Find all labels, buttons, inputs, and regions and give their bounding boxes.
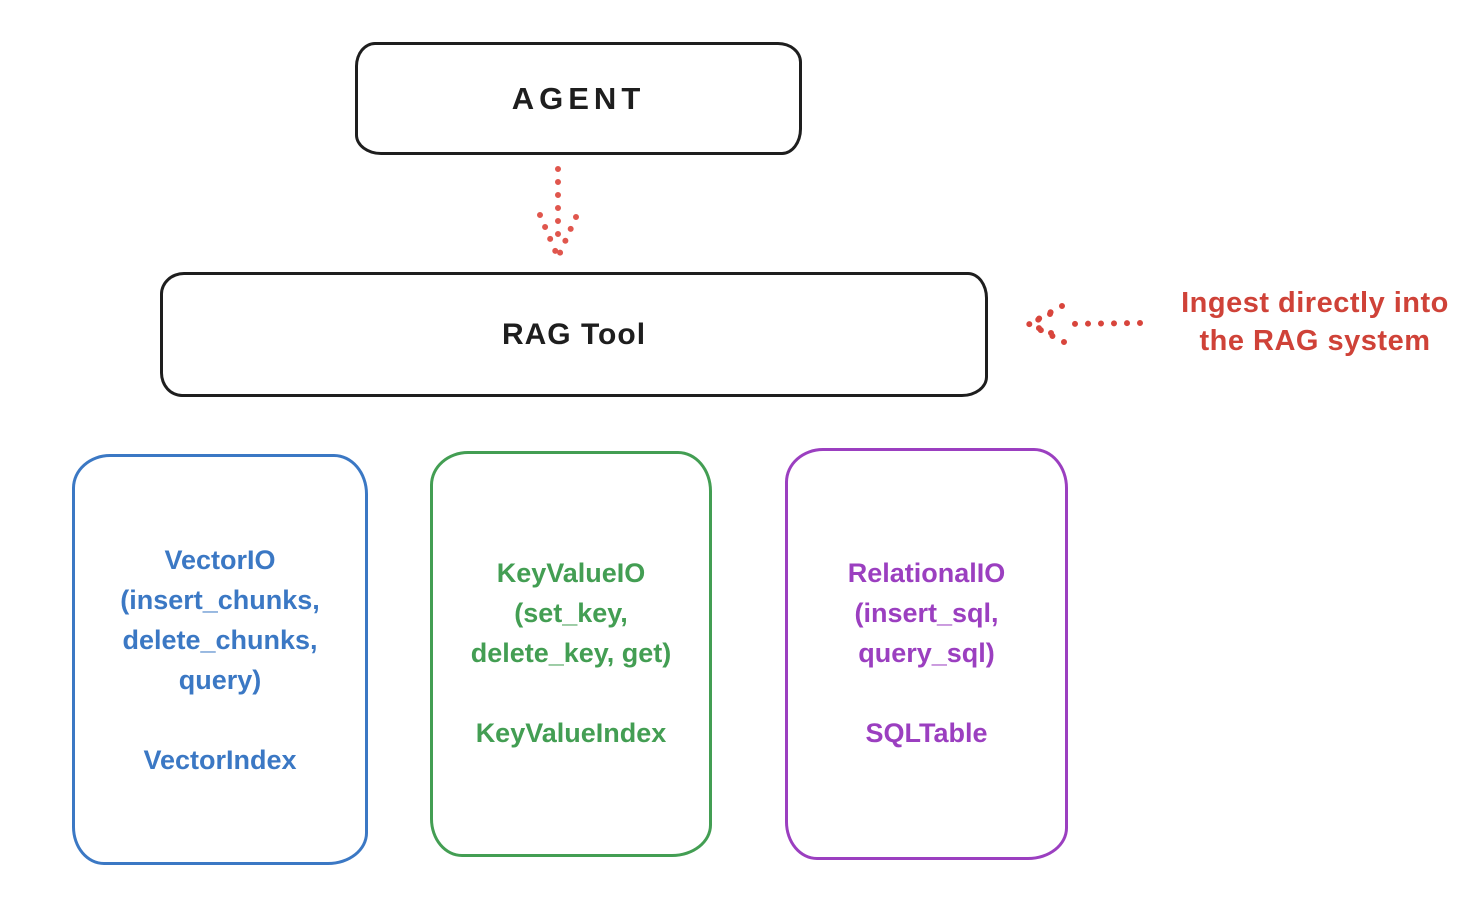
- key-value-io-box: KeyValueIO (set_key, delete_key, get) Ke…: [430, 451, 712, 857]
- store-line: RelationalIO: [847, 558, 1006, 588]
- ingest-annotation: Ingest directly into the RAG system: [1150, 284, 1480, 360]
- store-line: KeyValueIO: [496, 558, 646, 588]
- ingest-annotation-line2: the RAG system: [1199, 325, 1431, 357]
- rag-tool-box-label: RAG Tool: [501, 317, 647, 351]
- sql-table-label: SQLTable: [865, 718, 988, 748]
- arrow-ingest-icon: [1020, 300, 1150, 350]
- store-line: delete_key, get): [470, 638, 672, 668]
- store-line: (insert_sql,: [854, 598, 999, 628]
- store-line: query_sql): [858, 638, 995, 668]
- vector-io-description: VectorIO (insert_chunks, delete_chunks, …: [120, 540, 320, 700]
- store-line: (insert_chunks,: [120, 585, 320, 615]
- store-line: (set_key,: [514, 598, 628, 628]
- relational-io-description: RelationalIO (insert_sql, query_sql): [848, 553, 1006, 673]
- vector-io-box: VectorIO (insert_chunks, delete_chunks, …: [72, 454, 368, 865]
- agent-box: AGENT: [355, 42, 802, 155]
- arrow-agent-to-ragtool-icon: [530, 163, 590, 263]
- key-value-index-label: KeyValueIndex: [475, 718, 667, 748]
- vector-index-label: VectorIndex: [143, 745, 297, 775]
- store-line: VectorIO: [164, 545, 276, 575]
- agent-box-label: AGENT: [511, 80, 646, 116]
- rag-tool-box: RAG Tool: [160, 272, 988, 397]
- store-line: delete_chunks,: [122, 625, 318, 655]
- relational-io-box: RelationalIO (insert_sql, query_sql) SQL…: [785, 448, 1068, 860]
- ingest-annotation-line1: Ingest directly into: [1181, 287, 1449, 319]
- store-line: query): [178, 665, 262, 695]
- key-value-io-description: KeyValueIO (set_key, delete_key, get): [471, 553, 672, 673]
